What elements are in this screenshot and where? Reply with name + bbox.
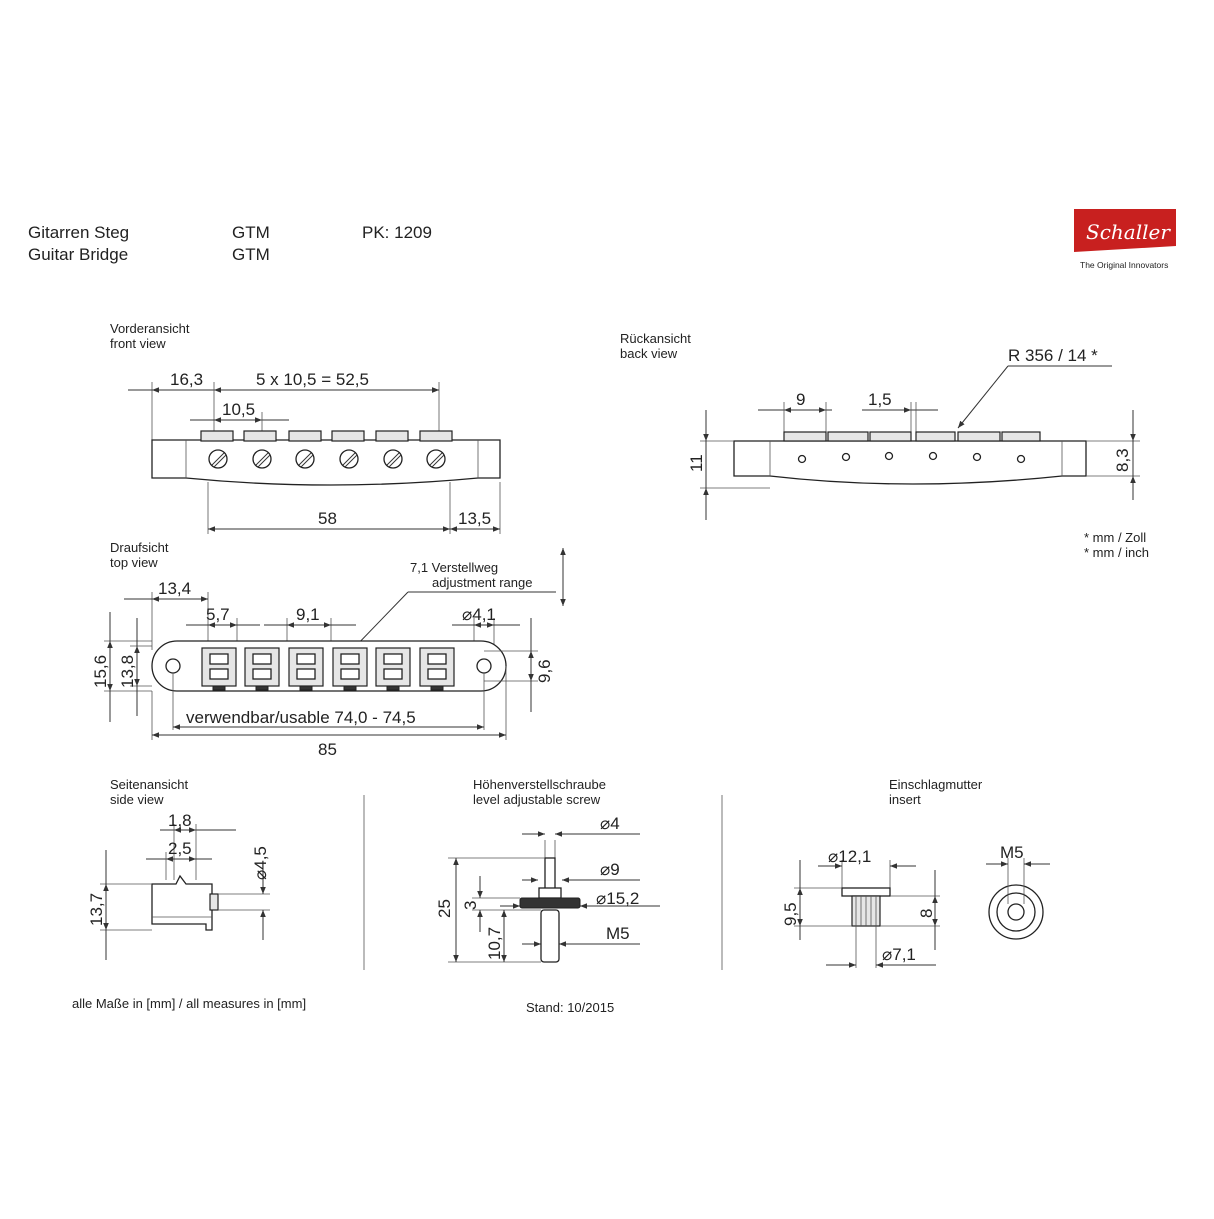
top-saddles	[201, 647, 455, 691]
top-view: Draufsicht top view 7,1 Verstellweg adju…	[91, 540, 566, 759]
screw-view-label-en: level adjustable screw	[473, 792, 601, 807]
side-dim-dia-4-5: ⌀4,5	[251, 846, 270, 880]
insert-view-label-en: insert	[889, 792, 921, 807]
front-view-label-en: front view	[110, 336, 166, 351]
top-view-label-en: top view	[110, 555, 158, 570]
side-body	[151, 874, 213, 931]
top-dim-13-8: 13,8	[118, 655, 137, 688]
top-dim-dia-4-1: ⌀4,1	[462, 605, 496, 624]
front-dim-10-5: 10,5	[222, 400, 255, 419]
top-dim-5-7: 5,7	[206, 605, 230, 624]
footer-measures-note: alle Maße in [mm] / all measures in [mm]	[72, 996, 306, 1011]
insert-view: Einschlagmutter insert ⌀12,1 9,5 8 ⌀7,1	[781, 777, 1050, 968]
top-view-label-de: Draufsicht	[110, 540, 169, 555]
side-dim-2-5: 2,5	[168, 839, 192, 858]
screw-dim-m5: M5	[606, 924, 630, 943]
stud-hole-right	[476, 658, 492, 674]
adjust-range-de: 7,1 Verstellweg	[410, 560, 498, 575]
insert-view-label-de: Einschlagmutter	[889, 777, 983, 792]
screw-knurled-wheel	[519, 897, 581, 909]
footer-stand-date: Stand: 10/2015	[526, 1000, 614, 1015]
model-code-1: GTM	[232, 223, 270, 242]
insert-dim-dia-7-1: ⌀7,1	[882, 945, 916, 964]
back-dim-11: 11	[687, 454, 706, 472]
screw-view-label-de: Höhenverstellschraube	[473, 777, 606, 792]
insert-dim-8: 8	[917, 909, 936, 918]
stud-hole-left	[165, 658, 181, 674]
back-dim-1-5: 1,5	[868, 390, 892, 409]
top-dim-85: 85	[318, 740, 337, 759]
logo-tagline: The Original Innovators	[1080, 260, 1168, 270]
screw-pin	[544, 857, 556, 891]
side-view-label-en: side view	[110, 792, 164, 807]
screw-dim-dia-4: ⌀4	[600, 814, 620, 833]
back-view: Rückansicht back view R 356 / 14 * 9 1,5	[620, 331, 1149, 560]
top-dim-13-4: 13,4	[158, 579, 191, 598]
screw-view: Höhenverstellschraube level adjustable s…	[435, 777, 660, 963]
screw-dim-dia-9: ⌀9	[600, 860, 620, 879]
front-dim-13-5: 13,5	[458, 509, 491, 528]
back-holes	[797, 451, 1026, 464]
back-dim-9: 9	[796, 390, 805, 409]
model-code-2: GTM	[232, 245, 270, 264]
insert-flange	[841, 887, 891, 897]
logo-brand: Schaller	[1086, 220, 1171, 244]
screw-dim-10-7: 10,7	[485, 927, 504, 960]
schaller-logo: Schaller The Original Innovators	[1074, 209, 1176, 270]
back-dim-8-3: 8,3	[1113, 448, 1132, 472]
back-view-label-de: Rückansicht	[620, 331, 691, 346]
front-dim-16-3: 16,3	[170, 370, 203, 389]
top-dim-9-6: 9,6	[535, 659, 554, 683]
screw-dim-25: 25	[435, 899, 454, 918]
front-view-label-de: Vorderansicht	[110, 321, 190, 336]
insert-dim-m5: M5	[1000, 843, 1024, 862]
screw-dim-dia-15-2: ⌀15,2	[596, 889, 639, 908]
title-de: Gitarren Steg	[28, 223, 129, 242]
units-note-de: * mm / Zoll	[1084, 530, 1146, 545]
adjust-range-en: adjustment range	[432, 575, 532, 590]
intonation-screws	[208, 449, 446, 469]
front-view: Vorderansicht front view 16,3 5 x 10,5 =…	[110, 321, 501, 534]
top-dim-15-6: 15,6	[91, 655, 110, 688]
logo-badge	[1074, 209, 1176, 252]
pk-number: PK: 1209	[362, 223, 432, 242]
insert-dim-dia-12-1: ⌀12,1	[828, 847, 871, 866]
top-dim-usable: verwendbar/usable 74,0 - 74,5	[186, 708, 416, 727]
insert-end-bore	[1007, 903, 1025, 921]
front-dim-58: 58	[318, 509, 337, 528]
side-view-label-de: Seitenansicht	[110, 777, 188, 792]
units-note-en: * mm / inch	[1084, 545, 1149, 560]
title-en: Guitar Bridge	[28, 245, 128, 264]
insert-dim-9-5: 9,5	[781, 902, 800, 926]
top-dim-9-1: 9,1	[296, 605, 320, 624]
side-dim-13-7: 13,7	[87, 893, 106, 926]
screw-dim-3: 3	[461, 901, 480, 910]
side-dim-1-8: 1,8	[168, 811, 192, 830]
side-view: Seitenansicht side view 1,8 2,5 ⌀4,5 13,…	[87, 777, 270, 960]
title-block: Gitarren Steg Guitar Bridge GTM GTM PK: …	[28, 223, 432, 264]
back-view-label-en: back view	[620, 346, 678, 361]
screw-thread	[540, 909, 560, 963]
front-dim-5x10-5: 5 x 10,5 = 52,5	[256, 370, 369, 389]
back-dim-radius: R 356 / 14 *	[1008, 346, 1098, 365]
